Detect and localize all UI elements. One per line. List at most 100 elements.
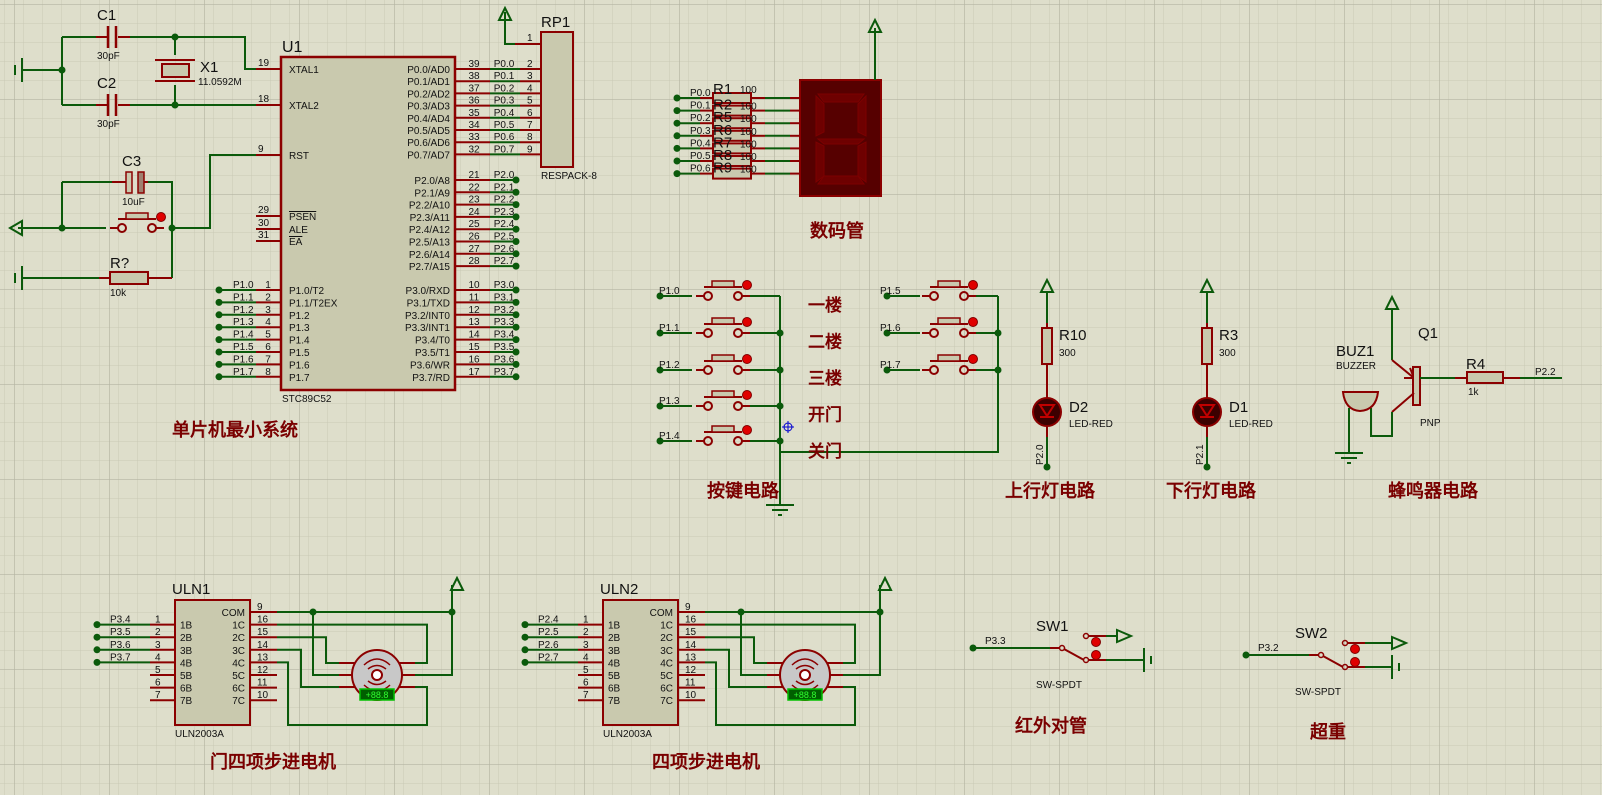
section-label-up-light: 上行灯电路 xyxy=(1005,480,1096,502)
pin-name: P1.1/T2EX xyxy=(289,298,338,309)
net-label: P2.5 xyxy=(538,627,559,638)
push-button[interactable] xyxy=(696,354,752,375)
push-button[interactable] xyxy=(922,280,978,301)
net-label: P2.0 xyxy=(494,170,515,181)
section-label-keys: 按键电路 xyxy=(707,480,780,502)
pin-name: P1.4 xyxy=(289,336,310,347)
motor-shaft xyxy=(371,669,383,681)
net-label: P3.6 xyxy=(494,354,515,365)
junction-dot xyxy=(215,336,223,344)
pin-name: 3B xyxy=(608,646,621,657)
junction-dot xyxy=(512,311,520,319)
power-arrow-icon xyxy=(497,5,513,21)
pin-number: 34 xyxy=(468,120,480,131)
pin-number: 10 xyxy=(685,690,697,701)
pin-name: P1.6 xyxy=(289,360,310,371)
contact xyxy=(147,223,157,233)
net-label: P2.3 xyxy=(494,207,515,218)
push-button[interactable] xyxy=(696,280,752,301)
rp1-part: RESPACK-8 xyxy=(541,171,597,182)
contact xyxy=(959,291,969,301)
button-state-indicator-icon[interactable] xyxy=(742,317,752,327)
switch-down-indicator-icon[interactable] xyxy=(1091,650,1101,660)
button-state-indicator-icon[interactable] xyxy=(968,280,978,290)
net-label: P2.5 xyxy=(494,232,515,243)
motor-readout: +88.8 xyxy=(366,690,389,700)
push-button[interactable] xyxy=(696,317,752,338)
pin-number: 24 xyxy=(468,207,480,218)
pin-name: P2.2/A10 xyxy=(409,201,451,212)
resistor-body xyxy=(1041,327,1053,365)
pin-number: 16 xyxy=(685,615,697,626)
pin-number: 2 xyxy=(583,627,589,638)
contact xyxy=(929,365,939,375)
pin-name: 4C xyxy=(232,658,245,669)
switch-up-indicator-icon[interactable] xyxy=(1091,637,1101,647)
net-label: P2.0 xyxy=(1035,444,1046,465)
net-label: P0.4 xyxy=(494,108,515,119)
net-label: P0.5 xyxy=(690,151,711,162)
pin-number: 1 xyxy=(583,615,589,626)
button-state-indicator-icon[interactable] xyxy=(156,212,166,222)
pin-number: 12 xyxy=(468,305,480,316)
pin-name: P2.0/A8 xyxy=(414,176,450,187)
button-state-indicator-icon[interactable] xyxy=(968,317,978,327)
pin-number: 9 xyxy=(527,144,533,155)
switch-up-indicator-icon[interactable] xyxy=(1350,644,1360,654)
push-button[interactable] xyxy=(696,425,752,446)
buzzer-ref: BUZ1 xyxy=(1336,343,1374,360)
pin-number: 2 xyxy=(527,59,533,70)
push-button[interactable] xyxy=(922,317,978,338)
push-button[interactable] xyxy=(922,354,978,375)
pin-number: 1 xyxy=(155,615,161,626)
button-state-indicator-icon[interactable] xyxy=(742,280,752,290)
pin-number: 15 xyxy=(257,627,269,638)
pin-number: 23 xyxy=(468,195,480,206)
contact xyxy=(733,328,743,338)
net-label: P2.6 xyxy=(494,244,515,255)
wire xyxy=(705,636,767,664)
button-state-indicator-icon[interactable] xyxy=(742,354,752,364)
pin-number: 9 xyxy=(257,602,263,613)
plunger xyxy=(711,280,735,288)
motor-coil-icon xyxy=(363,658,391,692)
pin-name: 4B xyxy=(608,658,621,669)
net-label: P3.2 xyxy=(494,305,515,316)
pin-number: 10 xyxy=(468,280,480,291)
pin-name: P0.1/AD1 xyxy=(407,77,450,88)
junction-dot xyxy=(512,348,520,356)
button-state-indicator-icon[interactable] xyxy=(968,354,978,364)
net-label: P1.0 xyxy=(233,280,254,291)
uln-ref: ULN2 xyxy=(600,581,638,598)
button-state-indicator-icon[interactable] xyxy=(742,425,752,435)
junction-dot xyxy=(58,224,66,232)
push-button[interactable] xyxy=(696,390,752,411)
wire xyxy=(705,623,856,664)
junction-dot xyxy=(512,238,520,245)
capacitor-plate xyxy=(125,171,133,194)
push-button[interactable] xyxy=(110,212,166,233)
button-state-indicator-icon[interactable] xyxy=(742,390,752,400)
contact xyxy=(959,328,969,338)
pin-name: 5B xyxy=(608,671,621,682)
pin-number: 1 xyxy=(265,280,271,291)
wire xyxy=(277,636,339,664)
resistor-ref: R6 xyxy=(713,122,732,139)
pin-name: P3.4/T0 xyxy=(415,336,450,347)
crystal-body xyxy=(161,63,190,78)
wire xyxy=(415,612,453,676)
pin-name: P3.7/RD xyxy=(412,373,450,384)
net-label: P3.0 xyxy=(494,280,515,291)
junction-dot xyxy=(512,323,520,331)
capacitor-ref: C3 xyxy=(122,153,141,170)
switch-down-indicator-icon[interactable] xyxy=(1350,657,1360,667)
net-label: P0.6 xyxy=(690,164,711,175)
net-label: P1.7 xyxy=(233,367,254,378)
mcu-u1[interactable]: U1STC89C5219XTAL118XTAL29RST29PSEN30ALE3… xyxy=(215,39,520,405)
wire xyxy=(780,296,999,453)
